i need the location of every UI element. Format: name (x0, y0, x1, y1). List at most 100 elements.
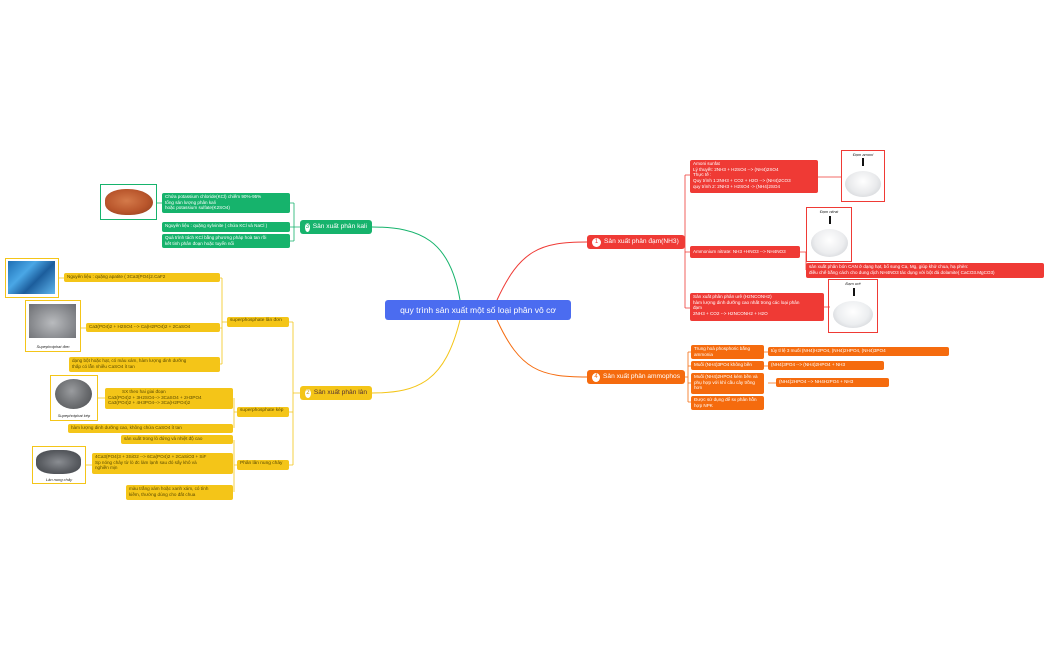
link-lan-bracket (292, 322, 300, 465)
link-lan-don-leaves (220, 277, 222, 365)
leaf-line: Trung hoà phosphoric bằng (694, 346, 751, 351)
branch-number: 1 (592, 237, 601, 247)
image-supe-kep[interactable]: Supephotphat kép (50, 375, 98, 421)
leaf-ammo-kem-ben[interactable]: Muối (NH4)2HPO4 kém bền và phụ hợp với k… (691, 373, 764, 394)
leaf-nung-eq[interactable]: 4Ca3(PO4)3 + 3SiO2 --> 6Ca(PO4)2 + 2CaSi… (92, 453, 233, 474)
leaf-line: 4Ca3(PO4)3 + 3SiO2 --> 6Ca(PO4)2 + 2CaSi… (95, 454, 207, 459)
sub-nung-chay[interactable]: Phân lân nung chảy (237, 460, 289, 470)
image-kali[interactable] (100, 184, 157, 220)
sub-label: Phân lân nung chảy (240, 461, 283, 466)
leaf-line: Ammonium nitrate: NH3 +HNO3 --> NH4NO3 (693, 249, 786, 255)
leaf-line: điều chế bằng cách cho dung dịch NH4NO3 … (809, 269, 995, 275)
leaf-line: đạm (693, 305, 702, 311)
leaf-don-nguyen-lieu[interactable]: Nguyên liệu : quặng apatite ( 3Ca3(PO4)2… (64, 273, 220, 282)
image-dam-nitrat[interactable]: Đạm nitrat (806, 207, 852, 262)
leaf-line: SX theo hai giai đoạn (122, 389, 166, 394)
leaf-line: màu trắng xám hoặc xanh xám, có tính (129, 486, 209, 491)
leaf-line: dạng bột hoặc hạt, có màu xám, hàm lượng… (72, 358, 187, 363)
leaf-line: 2NH3 + CO2 --> H2NCONH2 + H2O (693, 311, 768, 317)
image-caption: Đạm nitrat (819, 209, 839, 214)
link-lan-don (221, 278, 227, 364)
link-ammo-b (764, 351, 776, 384)
leaf-line: Nguyên liệu : quặng apatite ( 3Ca3(PO4)2… (67, 274, 166, 279)
leaf-line: Muối (NH4)3PO4 không bền (694, 362, 752, 367)
leaf-can[interactable]: sản xuất phân bón CAN ở dạng hạt, bổ sun… (806, 263, 1044, 278)
leaf-kali-kcl[interactable]: Chứa potassium chloride(KCl) chiếm 90%-9… (162, 193, 290, 213)
branch-ammophos[interactable]: 4 Sản xuất phân ammophos (587, 370, 685, 384)
leaf-line: (NH4)2HPO4 --> NH4H2PO4 + NH3 (779, 379, 854, 384)
image-supe-don[interactable]: Supephotphat đơn (25, 300, 81, 352)
link-lan-nung (233, 440, 237, 492)
leaf-line: thấp có lẫn nhiều CaSO4 ít tan (72, 363, 135, 369)
branch-number: 4 (592, 372, 601, 382)
leaf-line: hoặc potassium sulfate(K2SO4) (165, 205, 230, 211)
leaf-line: Thực tế : (693, 172, 712, 178)
root-label: quy trình sản xuất một số loại phân vô c… (400, 304, 556, 315)
leaf-line: hàm lượng dinh dưỡng cao, không chứa CaS… (71, 425, 182, 430)
leaf-ammo-trung-hoa[interactable]: Trung hoà phosphoric bằng ammonia (691, 345, 764, 359)
leaf-line: nghiền mịn (95, 465, 118, 471)
apatite-rock (8, 261, 55, 294)
leaf-ammo-ti-le[interactable]: tùy tỉ lệ 3 muối (NH4)H2PO4, (NH4)2HPO4,… (768, 347, 949, 356)
leaf-kali-tach[interactable]: Quá trình tách KCl bằng phương pháp hoà … (162, 234, 290, 248)
leaf-kep-desc[interactable]: hàm lượng dinh dưỡng cao, không chứa CaS… (68, 424, 233, 433)
leaf-line: Lý thuyết: 2NH3 + H2SO4 --> (NH4)2SO4 (693, 166, 779, 172)
leaf-ammonium-nitrate[interactable]: Ammonium nitrate: NH3 +HNO3 --> NH4NO3 (690, 246, 800, 258)
fertilizer-pile (845, 171, 881, 197)
leaf-ammo-khong-ben[interactable]: Muối (NH4)3PO4 không bền (691, 361, 764, 370)
branch-number: 2 (305, 388, 311, 398)
link-lan-imgs (59, 277, 105, 466)
link-lan-kep (233, 398, 237, 428)
arrow-icon (862, 158, 864, 166)
link-kali-bracket (293, 203, 300, 241)
image-caption: Supephotphat kép (57, 413, 91, 418)
leaf-line: Được sử dụng để sx phân hỗn (694, 397, 757, 402)
sub-supe-kep[interactable]: superphosphate kép (237, 407, 289, 417)
leaf-line: Chứa potassium chloride(KCl) chiếm 90%-9… (165, 194, 262, 199)
leaf-ammo-eq1[interactable]: (NH4)3PO4 --> (NH4)2HPO4 + NH3 (768, 361, 884, 370)
link-root-kali (371, 226, 461, 301)
image-dam-amoni[interactable]: Đạm amoni (841, 150, 885, 202)
leaf-line: Quy trình 1:2NH3 + CO2 + H2O --> (NH4)2C… (693, 178, 791, 184)
leaf-line: quy trình 2: 2NH3 + H2SO4 -> (NH4)2SO4 (693, 183, 781, 189)
leaf-line: kiềm, thường dùng cho đất chua (129, 491, 196, 497)
leaf-don-eq[interactable]: Ca3(PO4)2 + H2SO4 --> Ca(H2PO4)2 + 2CaSO… (86, 323, 220, 332)
link-root-lan (371, 319, 461, 394)
leaf-kali-nguyen-lieu[interactable]: Nguyên liệu : quặng sylvinite ( chứa KCl… (162, 222, 290, 232)
branch-kali[interactable]: 3 Sản xuất phân kali (300, 220, 372, 234)
link-ammo-bracket (685, 352, 689, 402)
leaf-line: Sp nóng chảy từ lò đc làm lạnh sau đó sấ… (95, 459, 197, 465)
sub-supe-don[interactable]: superphosphate lân đơn (227, 317, 289, 327)
leaf-kep-eq[interactable]: SX theo hai giai đoạn Ca3(PO4)2 + 3H2SO4… (105, 388, 233, 409)
image-dam-ure[interactable]: Đạm urê (828, 279, 878, 333)
leaf-line: hơn (694, 385, 703, 391)
leaf-ammo-npk[interactable]: Được sử dụng để sx phân hỗn hợp NPK (691, 396, 764, 410)
image-caption: Lân nung chảy (45, 477, 73, 482)
branch-lan[interactable]: 2 Sản xuất phân lân (300, 386, 372, 400)
image-caption: Supephotphat đơn (36, 344, 70, 349)
leaf-ure[interactable]: Sản xuất phân phân urê (H2NCONH2) hàm lư… (690, 293, 824, 321)
leaf-line: phụ hợp với khí cầu cây trồng (694, 379, 755, 385)
gray-granules (29, 304, 76, 338)
leaf-line: hàm lượng dinh dưỡng cao nhất trong các … (693, 299, 800, 305)
image-nung-chay[interactable]: Lân nung chảy (32, 446, 86, 484)
image-caption: Đạm urê (845, 281, 861, 286)
arrow-icon (853, 288, 855, 296)
leaf-ammo-eq2[interactable]: (NH4)2HPO4 --> NH4H2PO4 + NH3 (776, 378, 889, 387)
leaf-line: Muối (NH4)2HPO4 kém bền và (694, 374, 758, 379)
leaf-line: hợp NPK (694, 402, 713, 408)
root-topic[interactable]: quy trình sản xuất một số loại phân vô c… (385, 300, 571, 320)
image-apatite[interactable] (5, 258, 59, 298)
branch-label: Sản xuất phân ammophos (603, 372, 680, 380)
leaf-don-desc[interactable]: dạng bột hoặc hạt, có màu xám, hàm lượng… (69, 357, 220, 372)
branch-dam[interactable]: 1 Sản xuất phân đạm(NH3) (587, 235, 685, 249)
link-image (818, 176, 842, 178)
leaf-amoni-sunfat[interactable]: Amoni sunfat Lý thuyết: 2NH3 + H2SO4 -->… (690, 160, 818, 193)
leaf-nung-desc[interactable]: màu trắng xám hoặc xanh xám, có tính kiề… (126, 485, 233, 500)
leaf-line: Sản xuất phân phân urê (H2NCONH2) (693, 294, 772, 299)
leaf-line: Ca3(PO4)2 + H2SO4 --> Ca(H2PO4)2 + 2CaSO… (89, 324, 191, 329)
branch-label: Sản xuất phân kali (312, 222, 367, 230)
leaf-line: tổng sản lượng phân kali (165, 199, 216, 205)
leaf-nung-top[interactable]: sản xuất trong lò đứng và nhiệt độ cao (121, 435, 233, 444)
